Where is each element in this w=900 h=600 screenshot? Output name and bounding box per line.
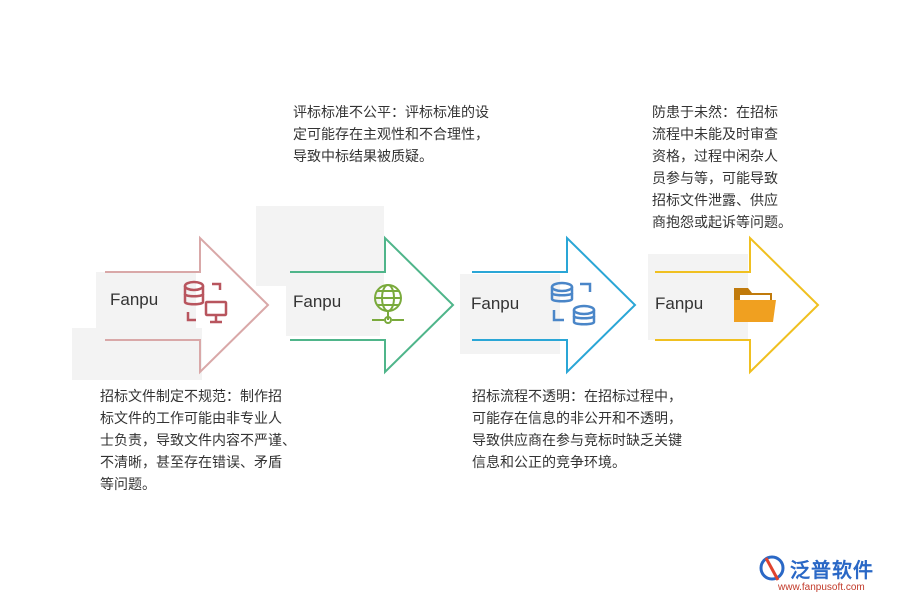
arrow-step-1	[105, 235, 270, 375]
step-2-description: 评标标准不公平：评标标准的设 定可能存在主观性和不合理性， 导致中标结果被质疑。	[293, 105, 489, 165]
arrow-step-3	[472, 235, 637, 375]
folder-icon	[734, 288, 776, 322]
step-3-description: 招标流程不透明：在招标过程中， 可能存在信息的非公开和不透明， 导致供应商在参与…	[472, 389, 682, 471]
logo-url: www.fanpusoft.com	[778, 582, 865, 593]
database-sync-icon	[550, 281, 596, 326]
step-4-description: 防患于未然：在招标 流程中未能及时审查 资格，过程中闲杂人 员参与等，可能导致 …	[652, 105, 792, 231]
step-3-label: Fanpu	[471, 294, 520, 313]
logo-name: 泛普软件	[790, 558, 874, 582]
shade-panel	[96, 272, 196, 332]
step-4-label: Fanpu	[655, 294, 704, 313]
shade-panel	[72, 328, 202, 380]
fanpu-logo: 泛普软件 www.fanpusoft.com	[758, 548, 888, 596]
arrow-step-2	[290, 235, 455, 375]
database-monitor-icon	[183, 280, 228, 324]
globe-network-icon	[372, 284, 404, 324]
step-1-label: Fanpu	[110, 290, 159, 309]
step-1-description: 招标文件制定不规范：制作招 标文件的工作可能由非专业人 士负责，导致文件内容不严…	[100, 389, 296, 493]
logo-mark-icon	[759, 555, 785, 581]
shade-panel	[286, 270, 380, 336]
shade-panel	[648, 254, 748, 340]
step-2-label: Fanpu	[293, 292, 342, 311]
arrow-step-4	[655, 235, 820, 375]
